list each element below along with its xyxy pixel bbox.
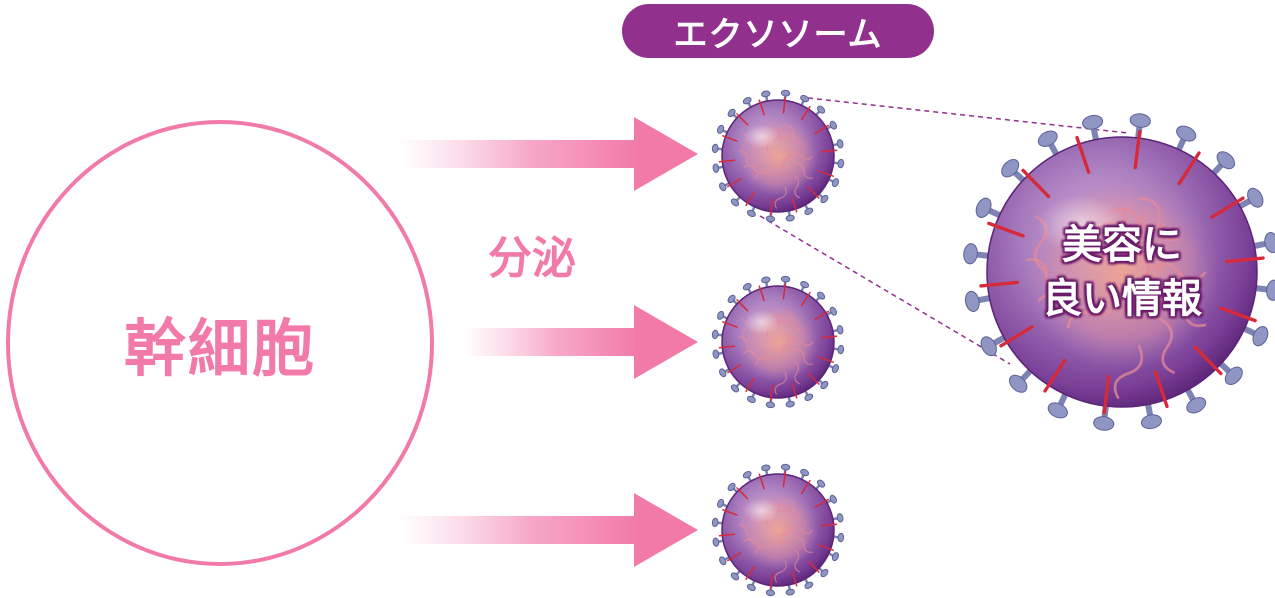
stem-cell-circle: 幹細胞 — [6, 120, 434, 566]
secretion-label: 分泌 — [488, 233, 576, 284]
zoom-line-bottom — [759, 215, 1011, 365]
exosome-small-3 — [711, 463, 845, 597]
exosome-small-1 — [711, 89, 845, 223]
secretion-arrow-bottom — [400, 493, 698, 567]
zoom-line-top — [807, 97, 1129, 134]
exosome-large — [963, 113, 1275, 431]
cargo-label-line2: 良い情報 — [1042, 276, 1202, 322]
exosome-badge-label: エクソソーム — [673, 14, 883, 55]
secretion-arrow-middle — [462, 305, 698, 379]
stem-cell-label: 幹細胞 — [123, 312, 316, 385]
cargo-label-line1: 美容に — [1062, 222, 1182, 268]
exosome-small-2 — [711, 275, 845, 409]
exosome-badge: エクソソーム — [622, 4, 934, 58]
secretion-arrow-top — [400, 117, 698, 191]
cargo-label: 美容に 良い情報 — [1000, 218, 1244, 326]
